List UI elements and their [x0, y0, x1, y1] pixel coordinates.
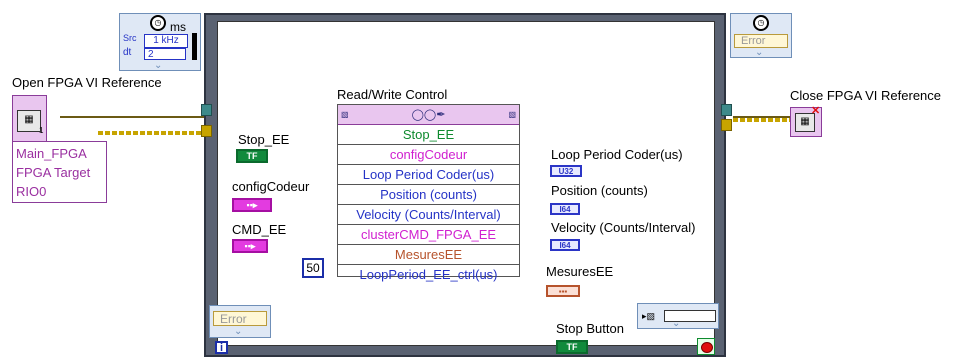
- iteration-terminal[interactable]: i: [215, 341, 228, 354]
- stop-sign-icon: [701, 342, 713, 353]
- chevron-down-icon[interactable]: ⌄: [234, 326, 243, 337]
- rw-row-loop-period[interactable]: Loop Period Coder(us): [338, 165, 519, 185]
- error-out-terminal[interactable]: Error: [734, 34, 788, 48]
- error-tunnel-in[interactable]: [201, 125, 212, 137]
- rw-row-loop-period-ctrl[interactable]: LoopPeriod_EE_ctrl(us): [359, 267, 498, 282]
- config-codeur-control[interactable]: ▪▪▸: [232, 198, 272, 212]
- close-x-icon: ✕: [811, 105, 821, 117]
- stop-button-control[interactable]: TF: [556, 340, 588, 354]
- error-label: Error: [220, 311, 247, 326]
- reference-tunnel-out[interactable]: [721, 104, 732, 116]
- stop-output-node[interactable]: ▸▧ ⌄: [637, 303, 719, 329]
- chevron-down-icon[interactable]: ⌄: [672, 318, 681, 329]
- rw-row-position[interactable]: Position (counts): [338, 185, 519, 205]
- reference-out-icon: ▧: [508, 110, 516, 119]
- close-ref-node[interactable]: ▦ ✕: [790, 105, 822, 137]
- open-ref-vi-name: Main_FPGA: [16, 146, 87, 161]
- dt-terminal-label: dt: [123, 47, 132, 58]
- error-tunnel-out[interactable]: [721, 119, 732, 131]
- rw-row-cluster-cmd[interactable]: clusterCMD_FPGA_EE: [338, 225, 519, 245]
- clock-unit-label: ms: [170, 20, 186, 34]
- config-codeur-label: configCodeur: [232, 179, 310, 194]
- chevron-down-icon[interactable]: ⌄: [154, 60, 163, 71]
- clock-icon: ◷: [150, 15, 166, 31]
- dt-input[interactable]: 2: [144, 48, 186, 60]
- node-edge: [192, 33, 197, 60]
- reference-tunnel-in[interactable]: [201, 104, 212, 116]
- chevron-down-icon[interactable]: ⌄: [755, 47, 764, 58]
- source-input[interactable]: 1 kHz: [144, 34, 188, 48]
- stop-button-label: Stop Button: [556, 321, 624, 336]
- cmd-ee-control[interactable]: ▪▪▸: [232, 239, 268, 253]
- timing-output-node[interactable]: ◷ Error ⌄: [730, 13, 792, 58]
- cmd-ee-label: CMD_EE: [232, 222, 287, 237]
- rw-control-header: ▧ ◯◯✒ ▧: [338, 105, 519, 125]
- error-label: Error: [741, 35, 766, 47]
- error-in-node[interactable]: Error ⌄: [209, 305, 271, 338]
- stop-ee-label: Stop_EE: [238, 132, 290, 147]
- mesures-indicator[interactable]: ▪▪▪: [546, 285, 580, 297]
- error-in-terminal[interactable]: Error: [213, 311, 267, 326]
- cluster-terminal-icon: ▸▧: [642, 311, 656, 321]
- open-ref-title: Open FPGA VI Reference: [12, 75, 162, 90]
- read-write-control[interactable]: ▧ ◯◯✒ ▧ Stop_EE configCodeur Loop Period…: [337, 104, 520, 282]
- rw-control-title: Read/Write Control: [337, 87, 448, 102]
- clock-icon: ◷: [753, 15, 769, 31]
- open-ref-index: 1: [39, 126, 44, 135]
- close-ref-title: Close FPGA VI Reference: [790, 88, 942, 103]
- rw-row-config-codeur[interactable]: configCodeur: [338, 145, 519, 165]
- source-terminal-label: Src: [123, 33, 137, 43]
- rw-row-velocity[interactable]: Velocity (Counts/Interval): [338, 205, 519, 225]
- timing-config-node[interactable]: ◷ ms Src 1 kHz dt 2 ⌄: [119, 13, 201, 71]
- position-indicator-label: Position (counts): [551, 183, 648, 198]
- open-ref-target: FPGA Target: [16, 165, 91, 180]
- position-indicator[interactable]: I64: [550, 203, 580, 215]
- open-ref-resource: RIO0: [16, 184, 47, 199]
- rw-row-mesures[interactable]: MesuresEE: [338, 245, 519, 265]
- loop-period-constant[interactable]: 50: [302, 258, 324, 278]
- stop-field[interactable]: [664, 310, 716, 322]
- velocity-indicator[interactable]: I64: [550, 239, 580, 251]
- fpga-chip-icon: ▦: [795, 113, 815, 132]
- fpga-chip-icon: ▦: [17, 110, 41, 132]
- rw-row-stop-ee[interactable]: Stop_EE: [338, 125, 519, 145]
- loop-period-indicator-label: Loop Period Coder(us): [551, 147, 683, 162]
- velocity-indicator-label: Velocity (Counts/Interval): [551, 220, 696, 235]
- loop-condition-terminal[interactable]: [697, 338, 715, 355]
- open-ref-config[interactable]: Main_FPGA FPGA Target RIO0: [12, 141, 107, 203]
- open-ref-node[interactable]: ▦ 1: [12, 95, 47, 143]
- reference-in-icon: ▧: [341, 110, 349, 119]
- stop-ee-control[interactable]: TF: [236, 149, 268, 163]
- glasses-pencil-icon: ◯◯✒: [411, 109, 446, 121]
- loop-period-indicator[interactable]: U32: [550, 165, 582, 177]
- mesures-indicator-label: MesuresEE: [546, 264, 614, 279]
